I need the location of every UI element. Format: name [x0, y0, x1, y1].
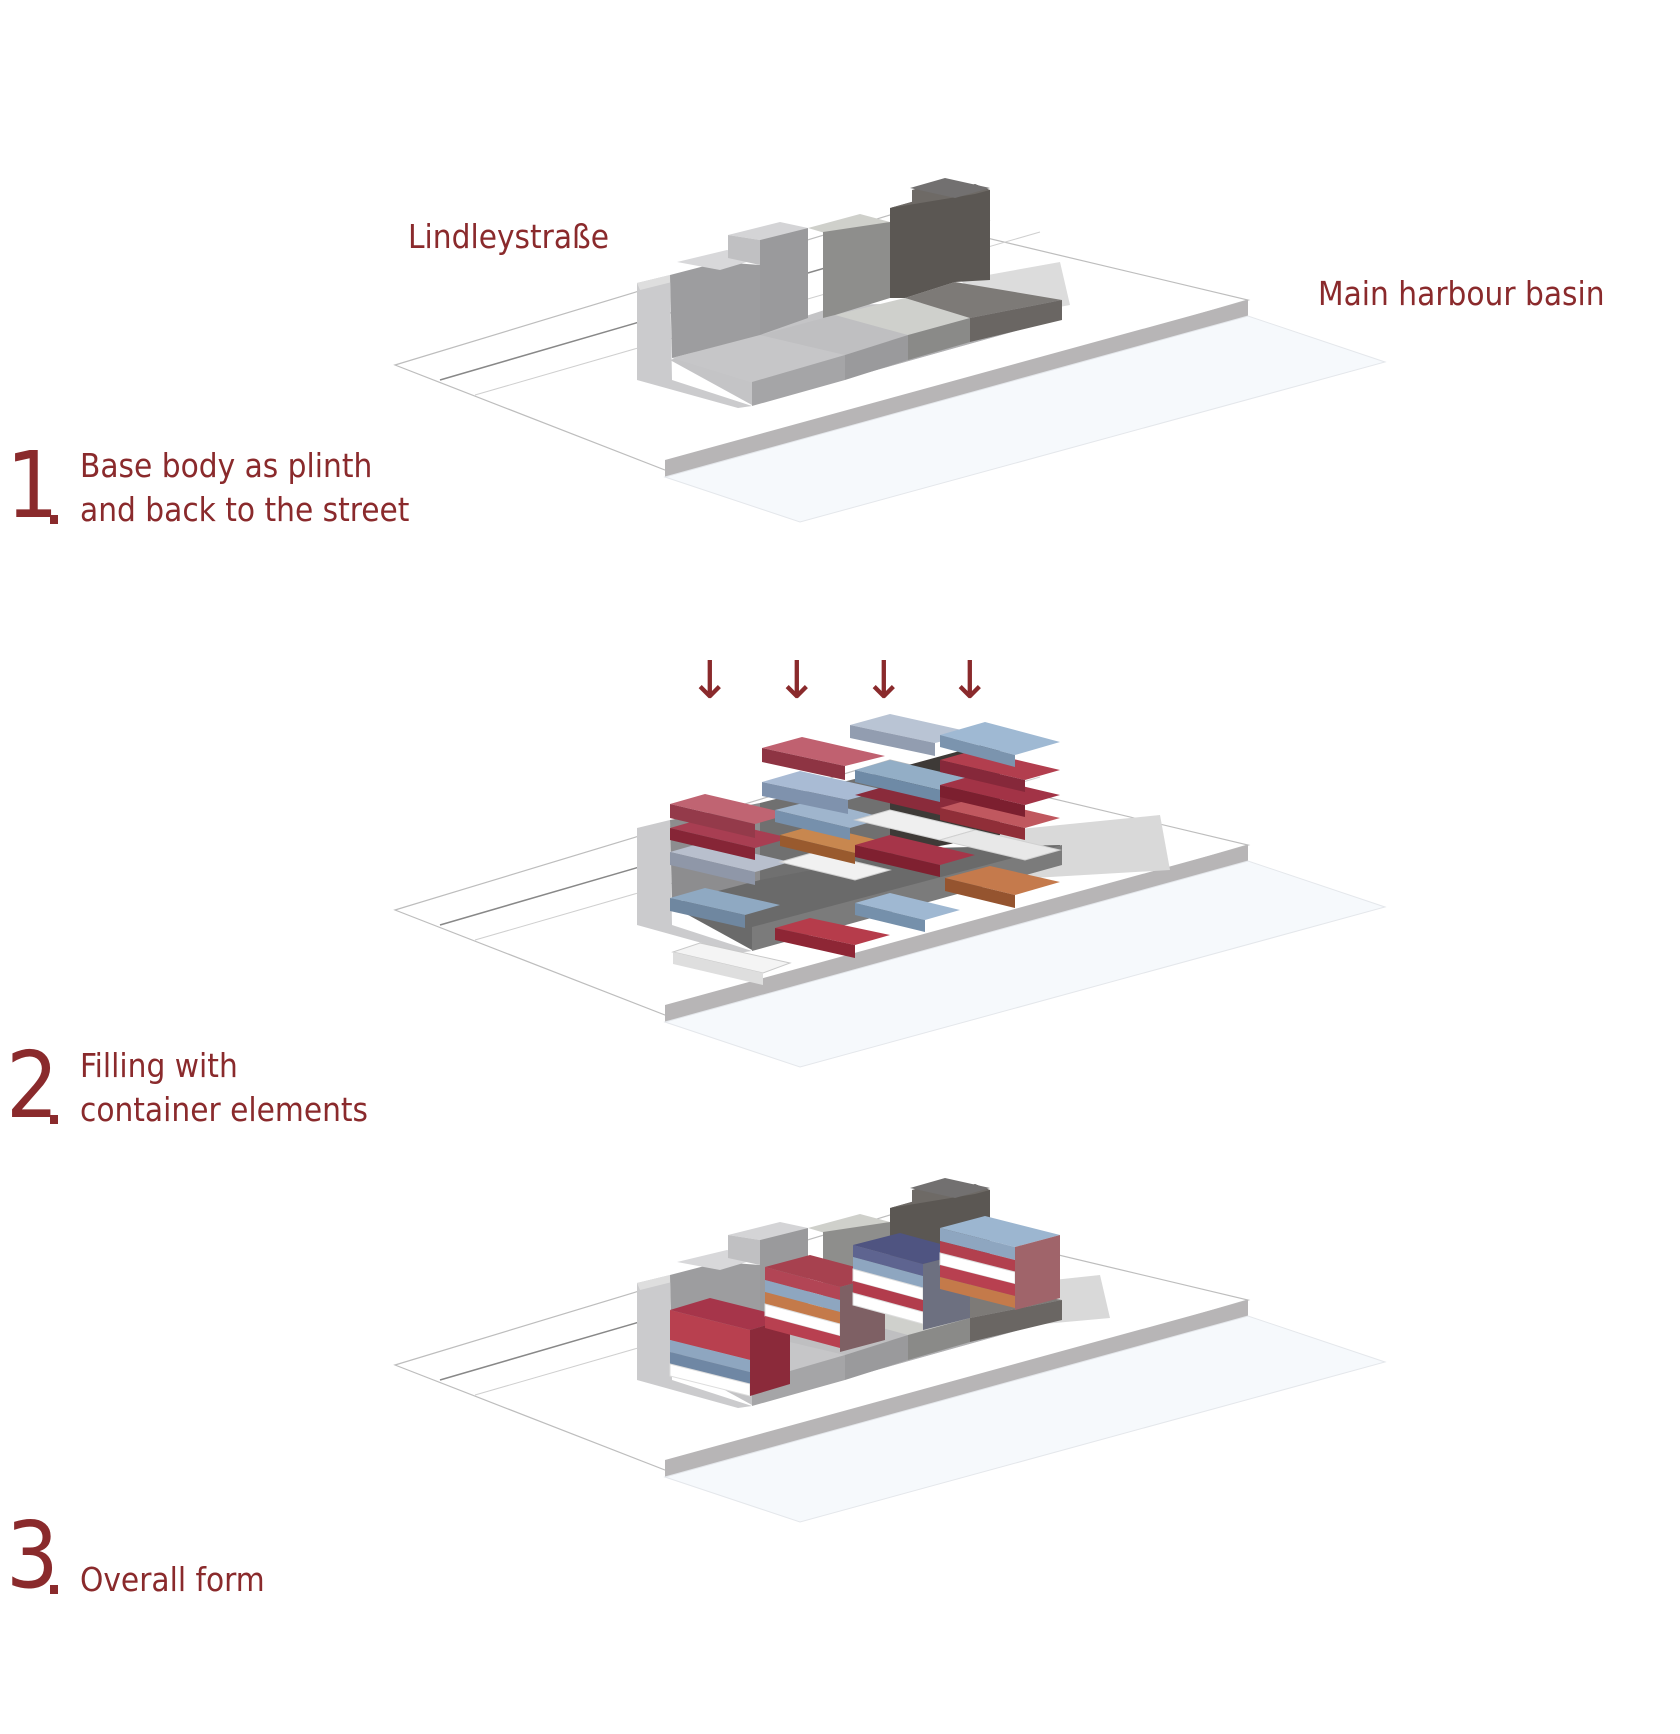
- drop-arrow-1: ↓: [688, 651, 732, 711]
- step-2-dot: [50, 1115, 58, 1124]
- drop-arrow-4: ↓: [948, 651, 992, 711]
- step-2-containers: [670, 714, 1062, 985]
- step-2-description: Filling with container elements: [80, 1044, 368, 1132]
- step-3-dot: [50, 1585, 58, 1594]
- drop-arrow-2: ↓: [775, 651, 819, 711]
- street-label: Lindleystraße: [408, 217, 610, 256]
- step-2-line-2: container elements: [80, 1090, 369, 1129]
- drop-arrow-3: ↓: [862, 651, 906, 711]
- step-1-line-1: Base body as plinth: [80, 446, 373, 485]
- step-2-line-1: Filling with: [80, 1046, 238, 1085]
- step-2-number: 2: [6, 1032, 59, 1139]
- step-1-description: Base body as plinth and back to the stre…: [80, 444, 409, 532]
- step-3-diagram: [394, 1178, 1386, 1523]
- step-1-line-2: and back to the street: [80, 490, 410, 529]
- step-1-number: 1: [6, 432, 59, 539]
- step-3-line-1: Overall form: [80, 1560, 265, 1599]
- step-1-dot: [50, 515, 58, 524]
- harbour-label: Main harbour basin: [1318, 274, 1605, 313]
- step-3-description: Overall form: [80, 1558, 265, 1602]
- step-3-number: 3: [6, 1502, 59, 1609]
